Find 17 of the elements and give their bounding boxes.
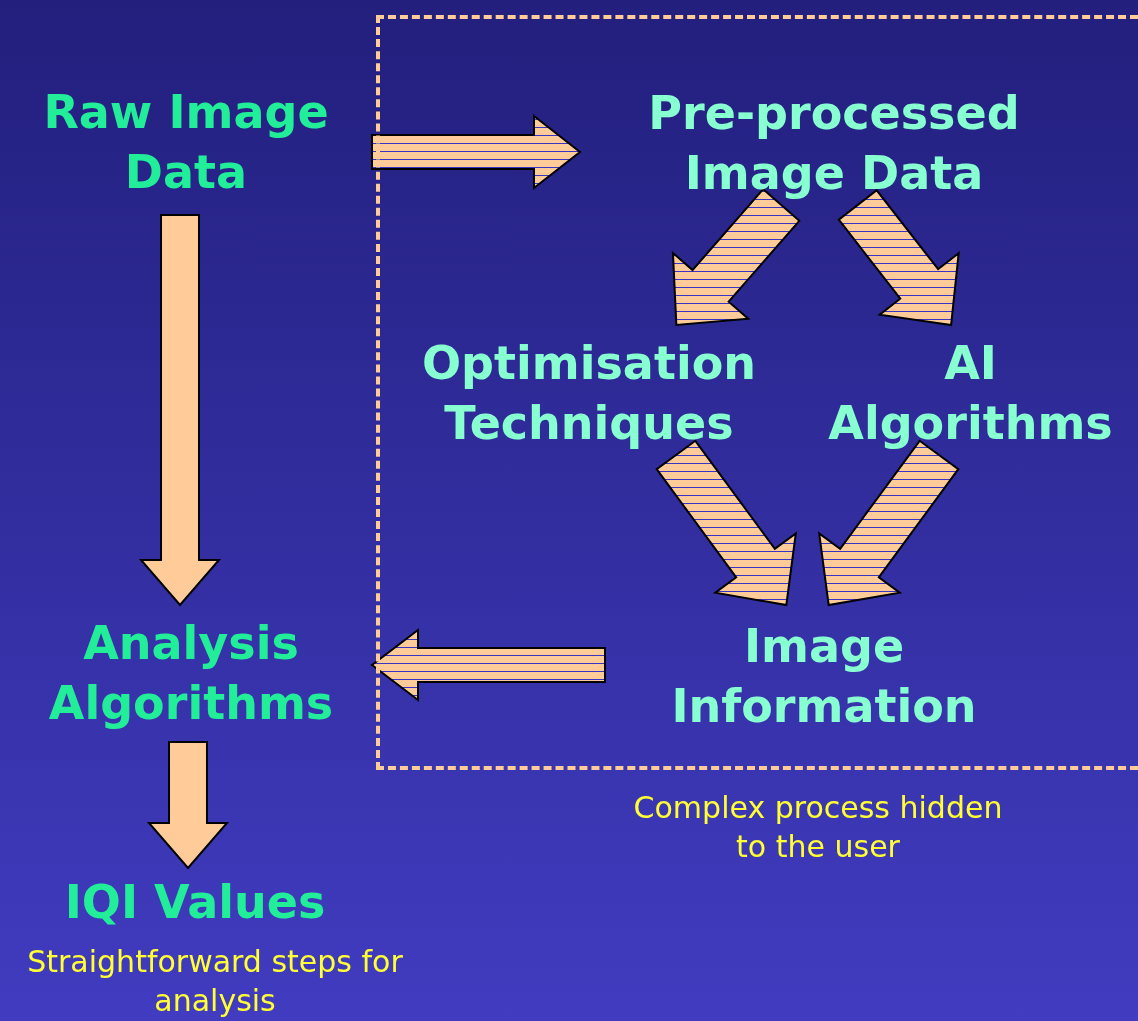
node-label: Complex process hidden to the user: [632, 789, 1004, 866]
node-title: IQI Values: [64, 874, 326, 932]
node-title: Image Information: [670, 617, 978, 735]
block-arrow: [655, 439, 798, 607]
node-title: Raw Image Data: [42, 83, 330, 201]
block-arrow: [370, 628, 606, 702]
block-arrow: [837, 188, 960, 327]
block-arrow: [817, 439, 960, 607]
block-arrow: [146, 741, 230, 870]
block-arrow: [371, 113, 582, 191]
block-arrow: [671, 187, 801, 327]
node-title: Pre-processed Image Data: [647, 85, 1021, 202]
node-title: Analysis Algorithms: [47, 614, 335, 732]
node-title: Optimisation Techniques: [421, 335, 757, 452]
block-arrow: [138, 214, 222, 607]
node-title: AI Algorithms: [827, 335, 1114, 452]
note: Straightforward steps for analysis: [26, 943, 404, 1020]
